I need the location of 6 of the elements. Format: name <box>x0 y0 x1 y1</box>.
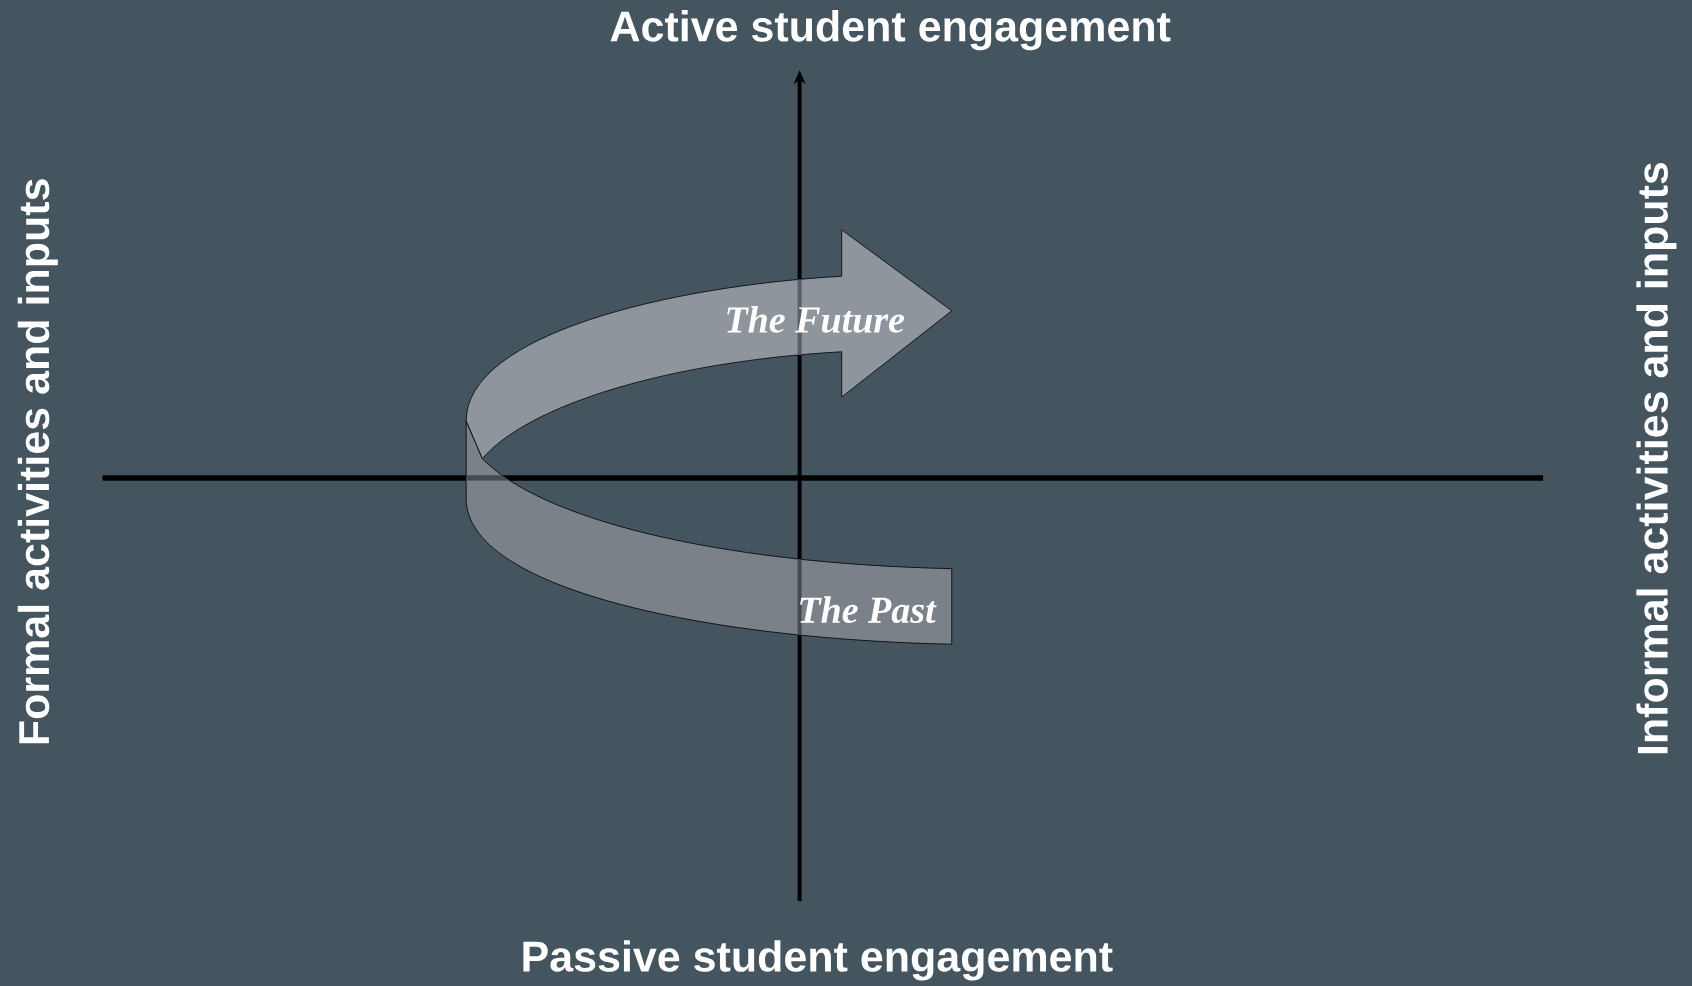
arrow-label: The Past <box>800 596 937 624</box>
axis-label: Passive student engagement <box>523 940 1113 981</box>
axis-label: Formal activities and inputs <box>17 179 58 744</box>
axis-label: Informal activities and inputs <box>1636 162 1677 754</box>
axis-label: Active student engagement <box>610 10 1171 51</box>
arrow-label: The Future <box>727 306 905 333</box>
